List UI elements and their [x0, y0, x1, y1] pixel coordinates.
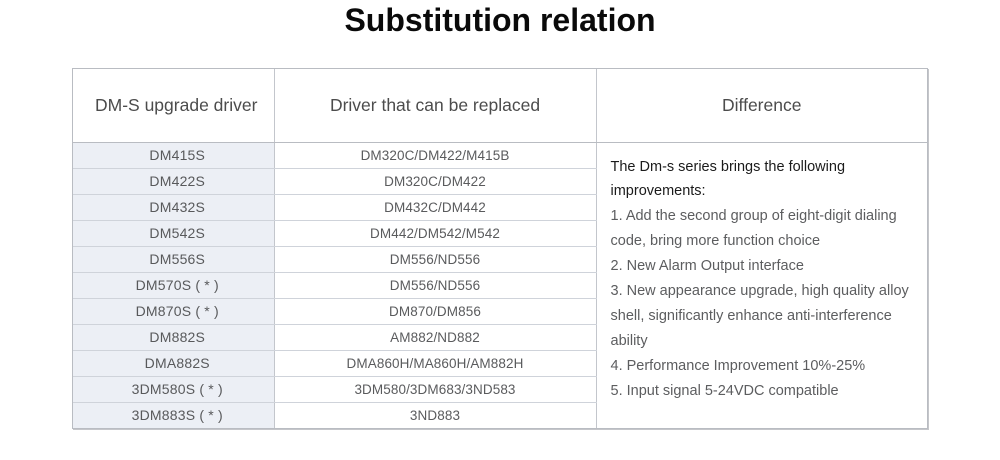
cell-upgrade-driver: DM870S ( * ) [73, 298, 275, 325]
difference-item: 1. Add the second group of eight-digit d… [610, 208, 897, 250]
table-header: DM-S upgrade driver Driver that can be r… [73, 69, 927, 143]
difference-item: 5. Input signal 5-24VDC compatible [610, 382, 839, 399]
table-row: DMA882S DMA860H/MA860H/AM882H [73, 350, 927, 377]
column-header-upgrade-driver: DM-S upgrade driver [73, 69, 275, 143]
difference-improvement-list: 1. Add the second group of eight-digit d… [611, 204, 914, 404]
table-row: 3DM580S ( * ) 3DM580/3DM683/3ND583 [73, 376, 927, 403]
cell-upgrade-driver: 3DM580S ( * ) [73, 376, 275, 403]
cell-replaceable-driver: 3DM580/3DM683/3ND583 [274, 376, 597, 403]
column-header-replaceable-driver: Driver that can be replaced [274, 69, 597, 143]
table-row: DM422S DM320C/DM422 [73, 168, 927, 195]
table-row: DM432S DM432C/DM442 [73, 194, 927, 221]
table-row: DM870S ( * ) DM870/DM856 [73, 298, 927, 325]
cell-upgrade-driver: 3DM883S ( * ) [73, 402, 275, 428]
cell-upgrade-driver: DM432S [73, 194, 275, 221]
cell-upgrade-driver: DM882S [73, 324, 275, 351]
difference-item: 4. Performance Improvement 10%-25% [610, 358, 866, 374]
cell-replaceable-driver: DM442/DM542/M542 [274, 220, 597, 247]
cell-replaceable-driver: 3ND883 [274, 402, 597, 428]
cell-upgrade-driver: DM570S ( * ) [73, 272, 275, 299]
page-title: Substitution relation [344, 2, 656, 38]
difference-item: 2. New Alarm Output interface [610, 258, 804, 275]
cell-replaceable-driver: DM320C/DM422/M415B [274, 142, 597, 169]
cell-upgrade-driver: DMA882S [73, 350, 275, 377]
cell-replaceable-driver: DM556/ND556 [274, 272, 597, 299]
table-row: DM570S ( * ) DM556/ND556 [73, 272, 927, 299]
cell-replaceable-driver: DM432C/DM442 [274, 194, 597, 221]
table-header-row: DM-S upgrade driver Driver that can be r… [73, 69, 927, 143]
table-row: DM882S AM882/ND882 [73, 324, 927, 351]
cell-replaceable-driver: DM556/ND556 [274, 246, 597, 273]
cell-upgrade-driver: DM556S [73, 246, 275, 273]
table-body: DM415S DM320C/DM422/M415B The Dm-s serie… [73, 142, 927, 428]
difference-lead-text: The Dm-s series brings the following imp… [610, 158, 846, 200]
table-row: DM415S DM320C/DM422/M415B The Dm-s serie… [73, 142, 927, 428]
cell-upgrade-driver: DM542S [73, 220, 275, 247]
cell-upgrade-driver: DM422S [73, 168, 275, 195]
substitution-table: DM-S upgrade driver Driver that can be r… [73, 69, 927, 428]
cell-replaceable-driver: DMA860H/MA860H/AM882H [274, 350, 597, 377]
table-row: DM542S DM442/DM542/M542 [73, 220, 927, 247]
cell-upgrade-driver: DM415S [73, 142, 275, 169]
difference-item: 3. New appearance upgrade, high quality … [610, 283, 909, 350]
cell-replaceable-driver: DM870/DM856 [274, 298, 597, 325]
cell-difference: The Dm-s series brings the following imp… [596, 142, 927, 428]
substitution-table-container: DM-S upgrade driver Driver that can be r… [72, 68, 928, 429]
cell-replaceable-driver: DM320C/DM422 [274, 168, 597, 195]
table-row: DM556S DM556/ND556 [73, 246, 927, 273]
table-row: 3DM883S ( * ) 3ND883 [73, 402, 927, 428]
cell-replaceable-driver: AM882/ND882 [274, 324, 597, 351]
column-header-difference: Difference [596, 69, 927, 143]
